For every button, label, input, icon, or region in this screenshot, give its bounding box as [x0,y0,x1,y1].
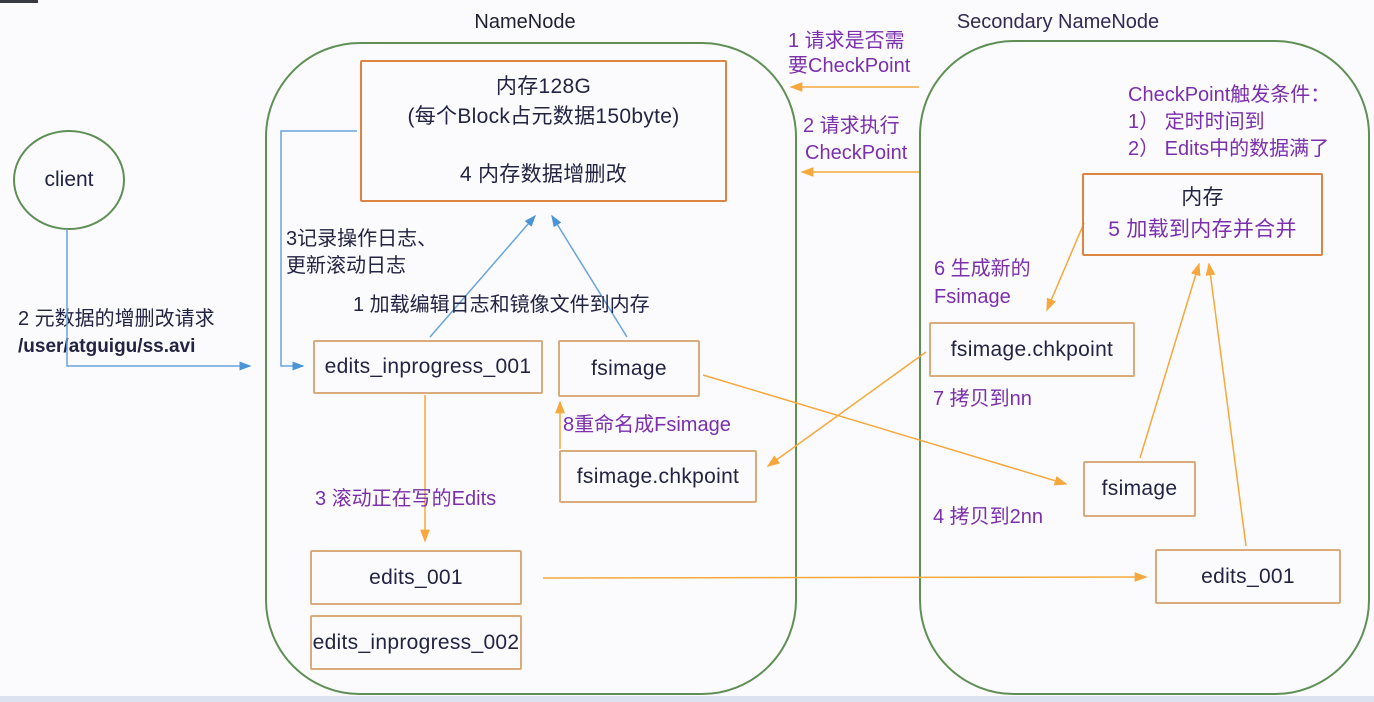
request-check-note: 1 请求是否需 要CheckPoint [788,30,911,77]
nn-fsimage-chkpoint-box: fsimage.chkpoint [559,450,757,503]
client-label: client [44,168,94,191]
nn-roll-edits-note: 3 滚动正在写的Edits [315,488,497,510]
nn-fsimage-box: fsimage [558,340,700,397]
nn-edits-inprogress-001-box: edits_inprogress_001 [313,340,543,394]
client-request-note: 2 元数据的增删改请求 /user/atguigu/ss.avi [18,308,215,357]
snn-edits-001-box: edits_001 [1155,549,1341,604]
snn-memory-box: 内存 5 加载到内存并合并 [1082,173,1323,256]
snn-generate-note: 6 生成新的 Fsimage [934,258,1031,308]
snn-memory-line2: 5 加载到内存并合并 [1108,218,1297,241]
snn-copy-nn-note: 7 拷贝到nn [933,388,1032,410]
snn-fsimage-box: fsimage [1083,461,1196,517]
nn-record-log-note: 3记录操作日志、 更新滚动日志 [286,228,438,277]
snn-memory-line1: 内存 [1181,186,1224,209]
nn-edits-inprogress-002-box: edits_inprogress_002 [310,615,522,670]
namenode-title: NameNode [474,11,576,33]
nn-memory-line2: (每个Block占元数据150byte) [407,105,680,128]
corner-artifact [0,0,38,3]
request-exec-note: 2 请求执行 CheckPoint [803,115,908,164]
nn-rename-note: 8重命名成Fsimage [563,414,731,436]
nn-memory-box: 内存128G (每个Block占元数据150byte) 4 内存数据增删改 [360,60,727,202]
snn-copy-2nn-note: 4 拷贝到2nn [933,506,1044,528]
checkpoint-trigger-note: CheckPoint触发条件： 1） 定时时间到 2） Edits中的数据满了 [1128,84,1331,160]
nn-memory-line3: 4 内存数据增删改 [459,163,628,186]
nn-edits-001-box: edits_001 [310,550,522,605]
secondary-namenode-title: Secondary NameNode [956,11,1160,33]
snn-fsimage-chkpoint-box: fsimage.chkpoint [929,322,1135,377]
bottom-edge-bar [0,696,1374,702]
client-node: client [13,130,125,230]
nn-memory-line1: 内存128G [495,75,592,98]
nn-load-note: 1 加载编辑日志和镜像文件到内存 [353,294,650,316]
